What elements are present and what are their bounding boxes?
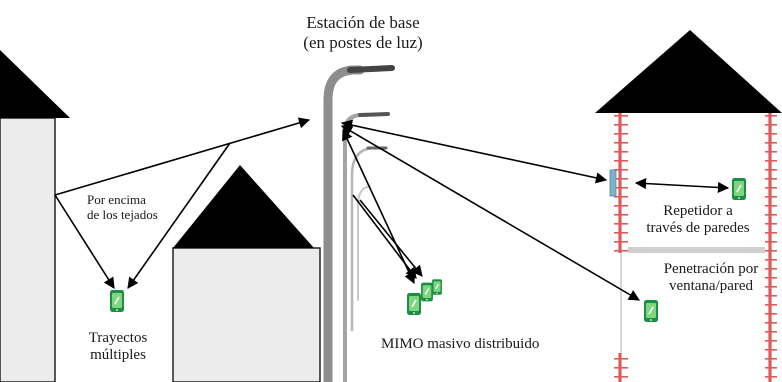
signal-paths: [54, 117, 730, 301]
streetlight-icon: [323, 65, 395, 382]
multipath-label: Trayectos múltiples: [88, 330, 148, 364]
middle-house: [172, 165, 321, 382]
repeater-label: Repetidor a través de paredes: [646, 203, 750, 237]
repeater-icon: [609, 169, 617, 197]
smartphone-icon: [643, 299, 659, 323]
smartphone-icon: [731, 177, 747, 201]
smartphone-icon: [109, 289, 125, 313]
smartphone-icon: [431, 278, 443, 296]
base-station-label: Estación de base (en postes de luz): [303, 13, 423, 52]
smartphone-icon: [406, 292, 422, 316]
rooftop-label: Por encima de los tejados: [87, 192, 158, 222]
left-tall-building: [0, 50, 70, 382]
mimo-label: MIMO masivo distribuido: [381, 336, 540, 352]
smartphone-icon: [420, 281, 434, 303]
penetration-label: Penetración por ventana/pared: [663, 261, 759, 295]
